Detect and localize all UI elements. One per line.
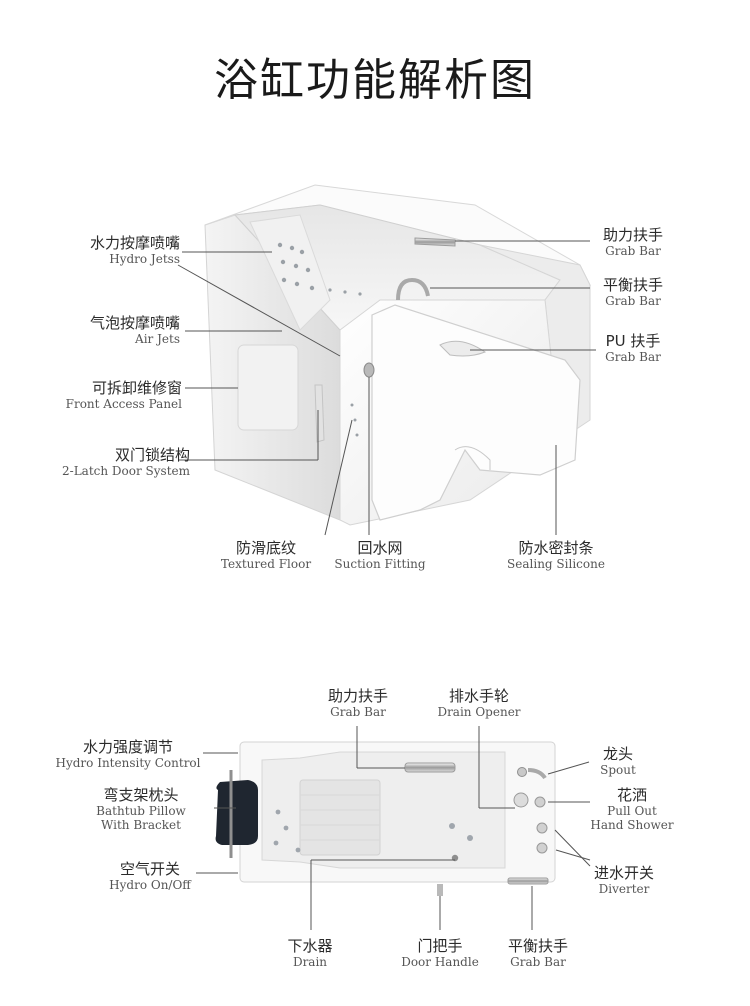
label-cn: 气泡按摩喷嘴 <box>89 314 180 332</box>
label-cn: 花洒 <box>616 786 647 804</box>
label-hydro-jets: 水力按摩喷嘴 Hydro Jetss <box>90 234 180 266</box>
label-sealing-silicone: 防水密封条 Sealing Silicone <box>498 539 614 571</box>
label-en-line2: Hand Shower <box>590 818 674 833</box>
label-cn: 助力扶手 <box>327 687 388 705</box>
label-en: Spout <box>600 763 636 777</box>
label-en: Hydro On/Off <box>109 878 191 892</box>
label-cn: 排水手轮 <box>448 687 509 705</box>
label-textured-floor: 防滑底纹 Textured Floor <box>214 539 318 571</box>
label-suction-fitting: 回水网 Suction Fitting <box>326 539 434 571</box>
label-en: Front Access Panel <box>65 397 182 411</box>
label-en: Bathtub Pillow <box>96 804 186 818</box>
label-en: Suction Fitting <box>334 557 426 571</box>
label-door-system: 双门锁结构 2-Latch Door System <box>62 446 190 478</box>
label-en: Pull Out <box>607 804 657 818</box>
label-en: Sealing Silicone <box>507 557 605 571</box>
label-cn: 平衡扶手 <box>507 937 568 955</box>
label-cn: 防滑底纹 <box>235 539 296 557</box>
page-title: 浴缸功能解析图 <box>214 55 536 106</box>
label-cn: 回水网 <box>357 539 403 557</box>
label-en: Hydro Intensity Control <box>55 756 201 770</box>
label-cn: 进水开关 <box>593 864 654 882</box>
label-spout: 龙头 Spout <box>590 745 646 777</box>
diagram2-leader-lines <box>196 726 591 930</box>
label-en-line2: With Bracket <box>101 818 181 833</box>
walk-in-tub-illustration <box>204 184 592 526</box>
label-cn: 空气开关 <box>119 860 180 878</box>
label-cn: 水力按摩喷嘴 <box>89 234 180 252</box>
label-en: 2-Latch Door System <box>62 464 190 478</box>
label-en: Air Jets <box>135 332 180 346</box>
top-view-tub-illustration <box>215 741 556 896</box>
label-en: Grab Bar <box>605 294 661 308</box>
label-grab-bar-rim: 助力扶手 Grab Bar <box>596 226 670 258</box>
label-air-jets: 气泡按摩喷嘴 Air Jets <box>90 314 180 346</box>
label-diverter: 进水开关 Diverter <box>584 864 664 896</box>
label-en: Textured Floor <box>220 557 312 571</box>
label-front-access-panel: 可拆卸维修窗 Front Access Panel <box>66 379 182 411</box>
label-balance-grab-bar: 平衡扶手 Grab Bar <box>596 276 670 308</box>
label-drain: 下水器 Drain <box>270 937 350 969</box>
diagram1-leader-lines <box>177 240 596 536</box>
label-en: Hydro Jetss <box>109 252 180 266</box>
label-en: Grab Bar <box>605 350 661 364</box>
label-cn: 可拆卸维修窗 <box>91 379 182 397</box>
label-cn: 水力强度调节 <box>82 738 173 756</box>
label-cn: 龙头 <box>602 745 633 763</box>
label-balance-grab-bar-bottom: 平衡扶手 Grab Bar <box>496 937 580 969</box>
label-en: Grab Bar <box>510 955 566 969</box>
label-cn: 弯支架枕头 <box>103 786 179 804</box>
label-cn: 助力扶手 <box>602 226 663 244</box>
label-hydro-intensity-control: 水力强度调节 Hydro Intensity Control <box>48 738 208 770</box>
label-en: Grab Bar <box>605 244 661 258</box>
label-hand-shower: 花洒 Pull Out Hand Shower <box>586 786 678 833</box>
label-cn: 平衡扶手 <box>602 276 663 294</box>
label-en: Diverter <box>598 882 650 896</box>
label-en: Grab Bar <box>330 705 386 719</box>
label-cn: 门把手 <box>417 937 463 955</box>
label-cn: 防水密封条 <box>518 539 594 557</box>
label-cn: 双门锁结构 <box>114 446 190 464</box>
label-pu-grab-bar: PU 扶手 Grab Bar <box>596 332 670 364</box>
label-door-handle: 门把手 Door Handle <box>392 937 488 969</box>
label-cn: PU 扶手 <box>605 332 661 350</box>
label-en: Drain <box>292 955 328 969</box>
label-cn: 下水器 <box>287 937 333 955</box>
label-drain-opener: 排水手轮 Drain Opener <box>428 687 530 719</box>
label-en: Drain Opener <box>437 705 521 719</box>
label-en: Door Handle <box>401 955 479 969</box>
label-hydro-on-off: 空气开关 Hydro On/Off <box>98 860 202 892</box>
label-bathtub-pillow: 弯支架枕头 Bathtub Pillow With Bracket <box>86 786 196 833</box>
label-grab-bar-top: 助力扶手 Grab Bar <box>310 687 406 719</box>
